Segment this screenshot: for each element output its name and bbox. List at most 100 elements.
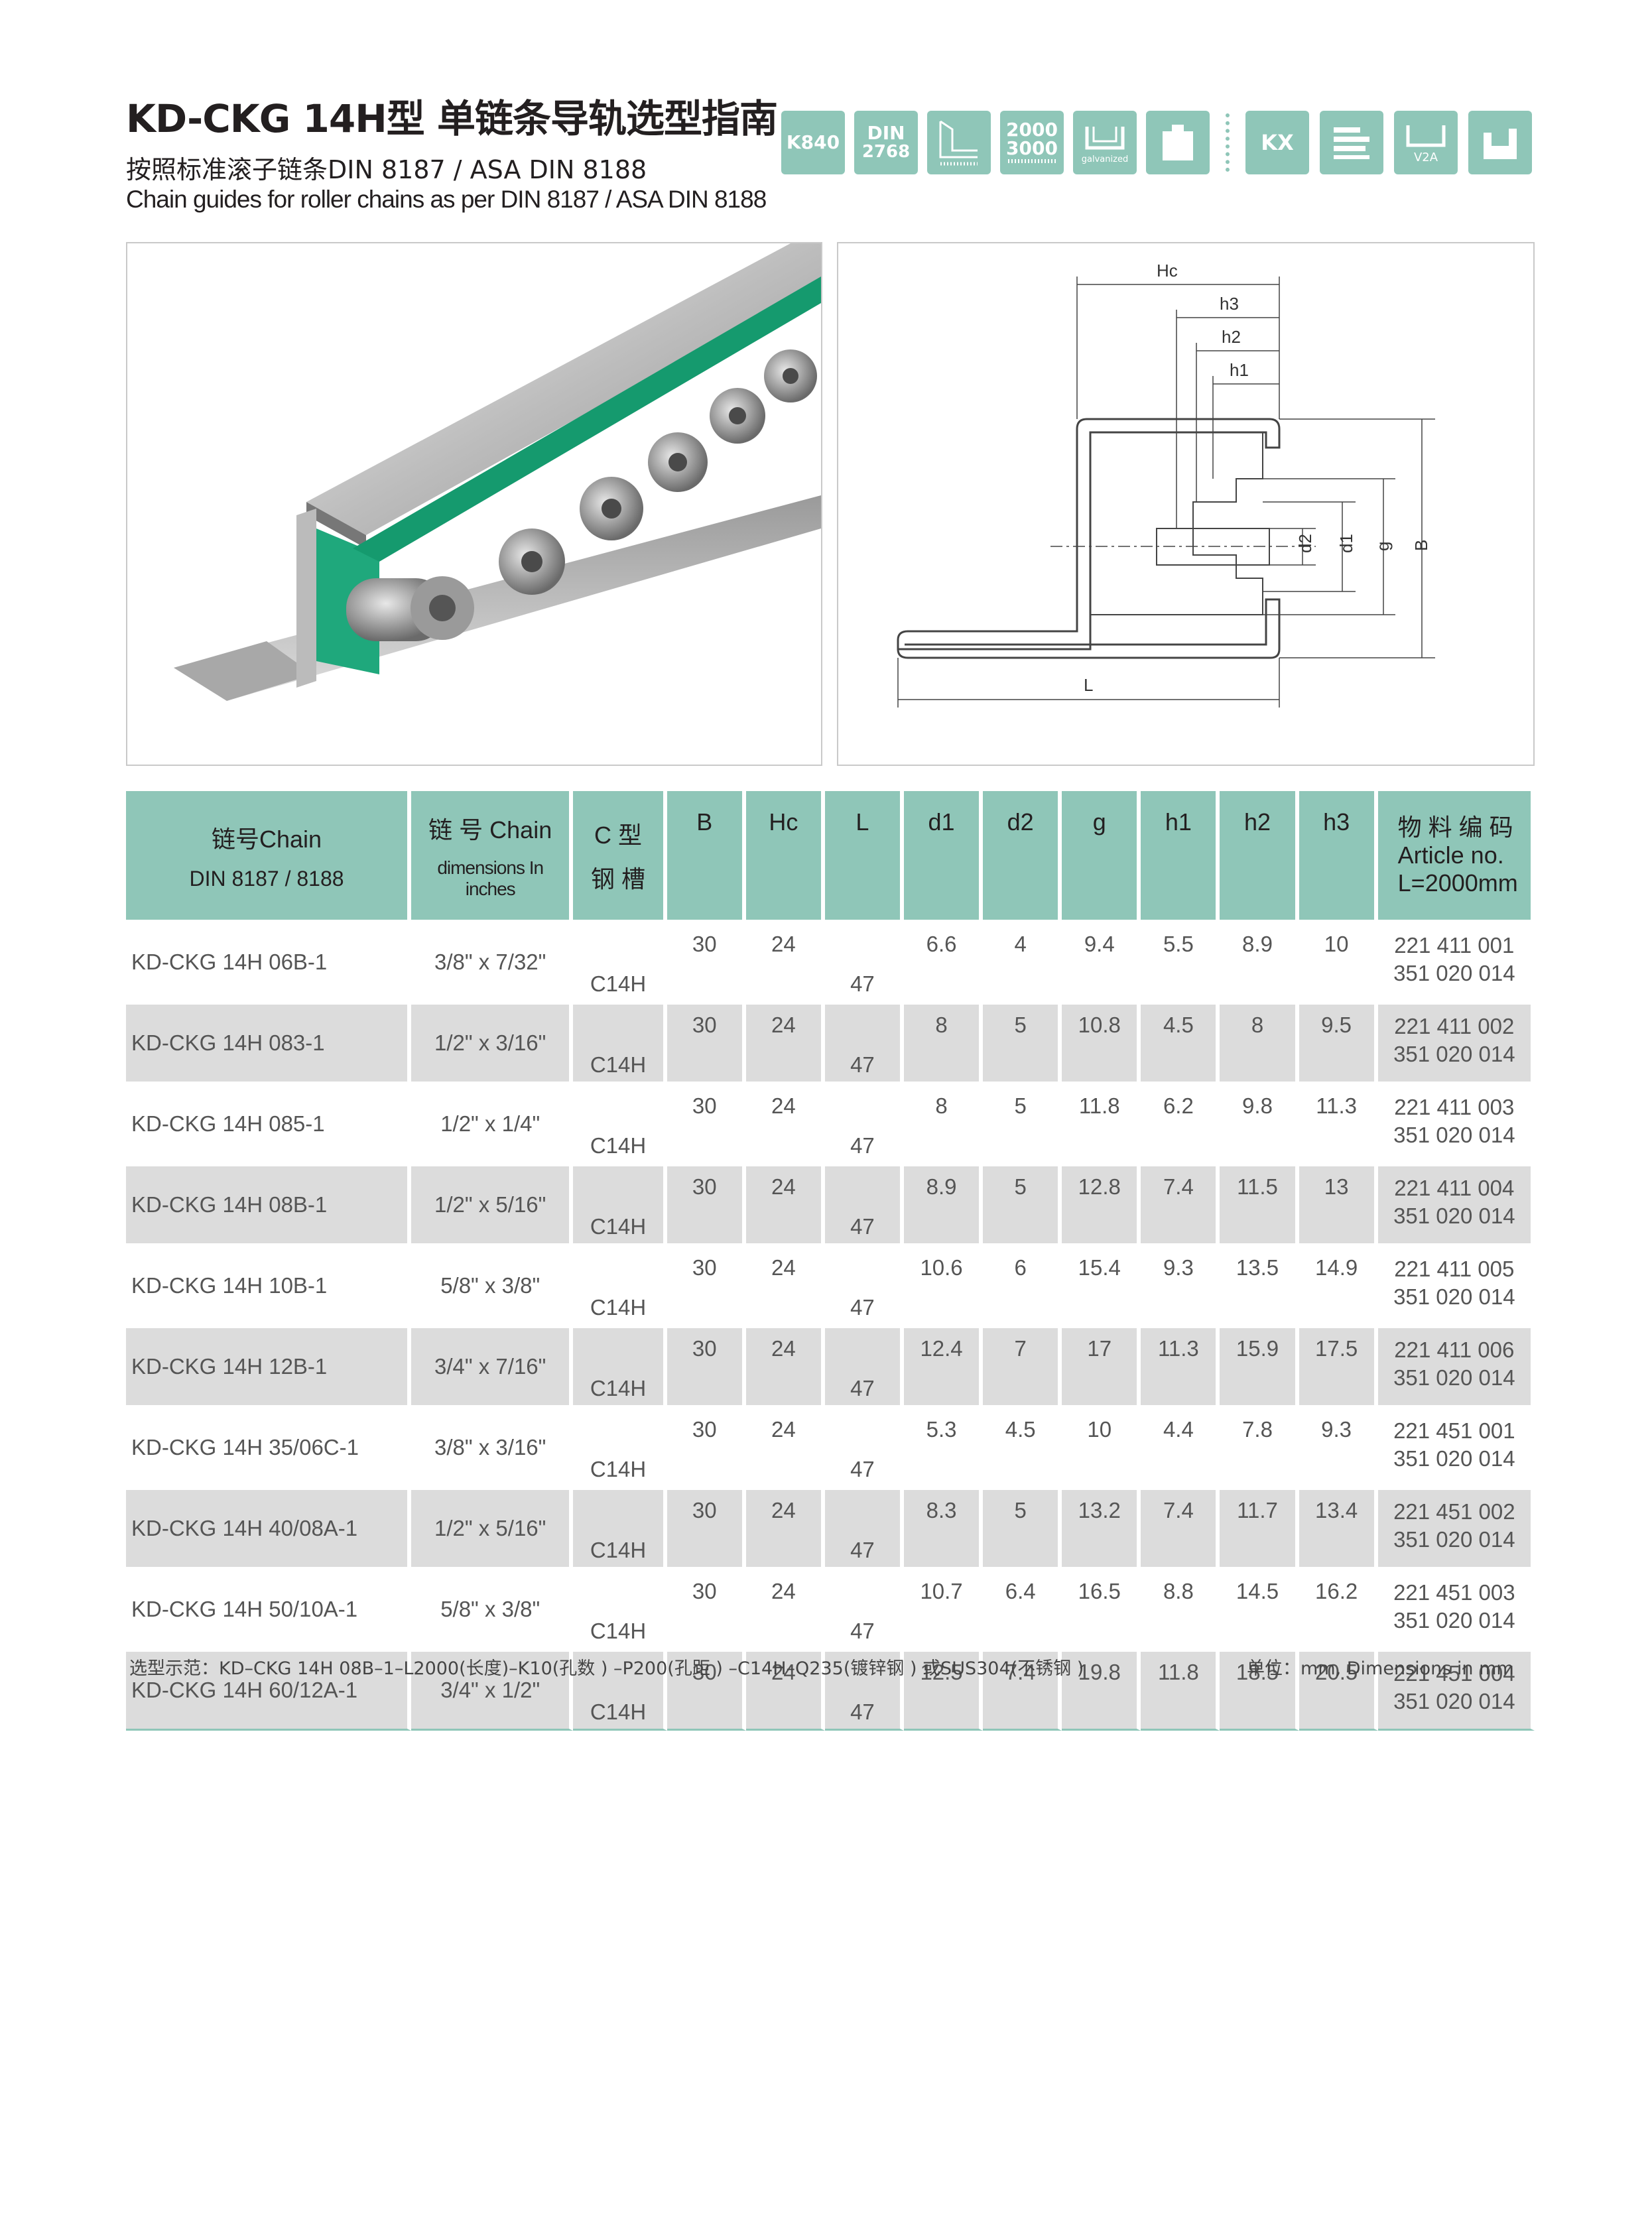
cell-h3: 14.9	[1299, 1247, 1378, 1328]
cell-h3: 10	[1299, 924, 1378, 1005]
cell-h1: 5.5	[1141, 924, 1220, 1005]
cell-l: 47	[824, 1571, 904, 1652]
cell-l: 47	[824, 1247, 904, 1328]
header-article: 物 料 编 码 Article no. L=2000mm	[1377, 791, 1535, 924]
article-no-1: 221 411 002	[1394, 1014, 1515, 1038]
length-icon	[1008, 159, 1056, 163]
article-no-2: 351 020 014	[1393, 1204, 1515, 1228]
cell-h1: 7.4	[1141, 1166, 1220, 1247]
label-g: g	[1373, 542, 1393, 551]
header-art-line3: L=2000mm	[1397, 869, 1518, 897]
cell-d2: 6.4	[983, 1571, 1062, 1652]
cell-dim: 1/2" x 1/4"	[411, 1085, 574, 1166]
cell-g: 16.5	[1062, 1571, 1141, 1652]
cell-h2: 9.8	[1220, 1085, 1299, 1166]
cell-l: 47	[824, 1005, 904, 1085]
cell-hc: 24	[745, 1571, 825, 1652]
profile-icon	[927, 111, 991, 174]
cell-dim: 3/8" x 7/32"	[411, 924, 574, 1005]
header-art-line1: 物 料 编 码	[1397, 814, 1513, 841]
cell-b: 30	[667, 1652, 746, 1731]
cell-d1: 6.6	[904, 924, 984, 1005]
header-h1: h1	[1141, 791, 1220, 924]
cell-hc: 24	[745, 1166, 825, 1247]
galvanized-icon	[1085, 126, 1125, 149]
kx-label: KX	[1261, 130, 1294, 155]
cell-g: 9.4	[1062, 924, 1141, 1005]
header-art-line2: Article no.	[1397, 841, 1504, 869]
header-hc: Hc	[745, 791, 825, 924]
length-label-bottom: 3000	[1006, 137, 1058, 159]
cell-dim: 3/8" x 3/16"	[411, 1409, 574, 1490]
technical-drawing: Hc h3 h2 h1 d2 d1 g B L	[837, 242, 1535, 766]
label-d1: d1	[1336, 534, 1356, 553]
cell-l: 47	[824, 1166, 904, 1247]
cell-c: C14H	[573, 1652, 667, 1731]
mount-icon	[1468, 111, 1532, 174]
cell-h2: 8.9	[1220, 924, 1299, 1005]
cell-h2: 13.5	[1220, 1247, 1299, 1328]
cell-b: 30	[667, 924, 746, 1005]
selection-example: 选型示范：KD–CKG 14H 08B–1–L2000(长度)–K10(孔数 )…	[129, 1658, 1084, 1679]
cell-chain: KD-CKG 14H 083-1	[126, 1005, 412, 1085]
cell-hc: 24	[745, 1005, 825, 1085]
cell-hc: 24	[745, 1247, 825, 1328]
cell-h1: 4.4	[1141, 1409, 1220, 1490]
header-dim-line2: dimensions In inches	[437, 857, 544, 899]
k840-label: K840	[786, 131, 840, 153]
cell-d2: 5	[983, 1490, 1062, 1571]
cell-hc: 24	[745, 1490, 825, 1571]
cell-d2: 7	[983, 1328, 1062, 1409]
article-no-1: 221 411 003	[1394, 1095, 1515, 1119]
cell-chain: KD-CKG 14H 50/10A-1	[126, 1571, 412, 1652]
article-no-2: 351 020 014	[1393, 1689, 1515, 1713]
cell-h2: 18.5	[1220, 1652, 1299, 1731]
cell-h1: 8.8	[1141, 1571, 1220, 1652]
cell-c: C14H	[573, 1166, 667, 1247]
cell-h1: 11.8	[1141, 1652, 1220, 1731]
cell-h1: 6.2	[1141, 1085, 1220, 1166]
cell-d2: 7.4	[983, 1652, 1062, 1731]
label-l: L	[1084, 675, 1093, 695]
din-label-top: DIN	[867, 122, 905, 144]
kx-badge: KX	[1245, 111, 1309, 174]
cell-d1: 10.7	[904, 1571, 984, 1652]
cell-d1: 8.3	[904, 1490, 984, 1571]
galvanized-badge: galvanized	[1073, 111, 1137, 174]
label-h3: h3	[1220, 294, 1239, 314]
cell-b: 30	[667, 1571, 746, 1652]
galvanized-label: galvanized	[1081, 154, 1129, 164]
cell-h3: 13.4	[1299, 1490, 1378, 1571]
cell-h2: 11.5	[1220, 1166, 1299, 1247]
cell-hc: 24	[745, 924, 825, 1005]
cell-h3: 9.5	[1299, 1005, 1378, 1085]
cell-d2: 4	[983, 924, 1062, 1005]
label-h2: h2	[1222, 327, 1241, 347]
cell-c: C14H	[573, 1571, 667, 1652]
header-d2: d2	[983, 791, 1062, 924]
cell-dim: 5/8" x 3/8"	[411, 1247, 574, 1328]
cell-d1: 8.9	[904, 1166, 984, 1247]
cell-dim: 1/2" x 3/16"	[411, 1005, 574, 1085]
cell-h3: 11.3	[1299, 1085, 1378, 1166]
cell-h1: 7.4	[1141, 1490, 1220, 1571]
label-d2: d2	[1295, 534, 1315, 553]
cell-h2: 15.9	[1220, 1328, 1299, 1409]
cell-g: 19.8	[1062, 1652, 1141, 1731]
cell-c: C14H	[573, 924, 667, 1005]
cell-b: 30	[667, 1328, 746, 1409]
cell-h3: 16.2	[1299, 1571, 1378, 1652]
stack-icon	[1320, 111, 1383, 174]
cell-dim: 1/2" x 5/16"	[411, 1166, 574, 1247]
cell-b: 30	[667, 1085, 746, 1166]
article-no-2: 351 020 014	[1393, 1284, 1515, 1309]
cell-d1: 5.3	[904, 1409, 984, 1490]
